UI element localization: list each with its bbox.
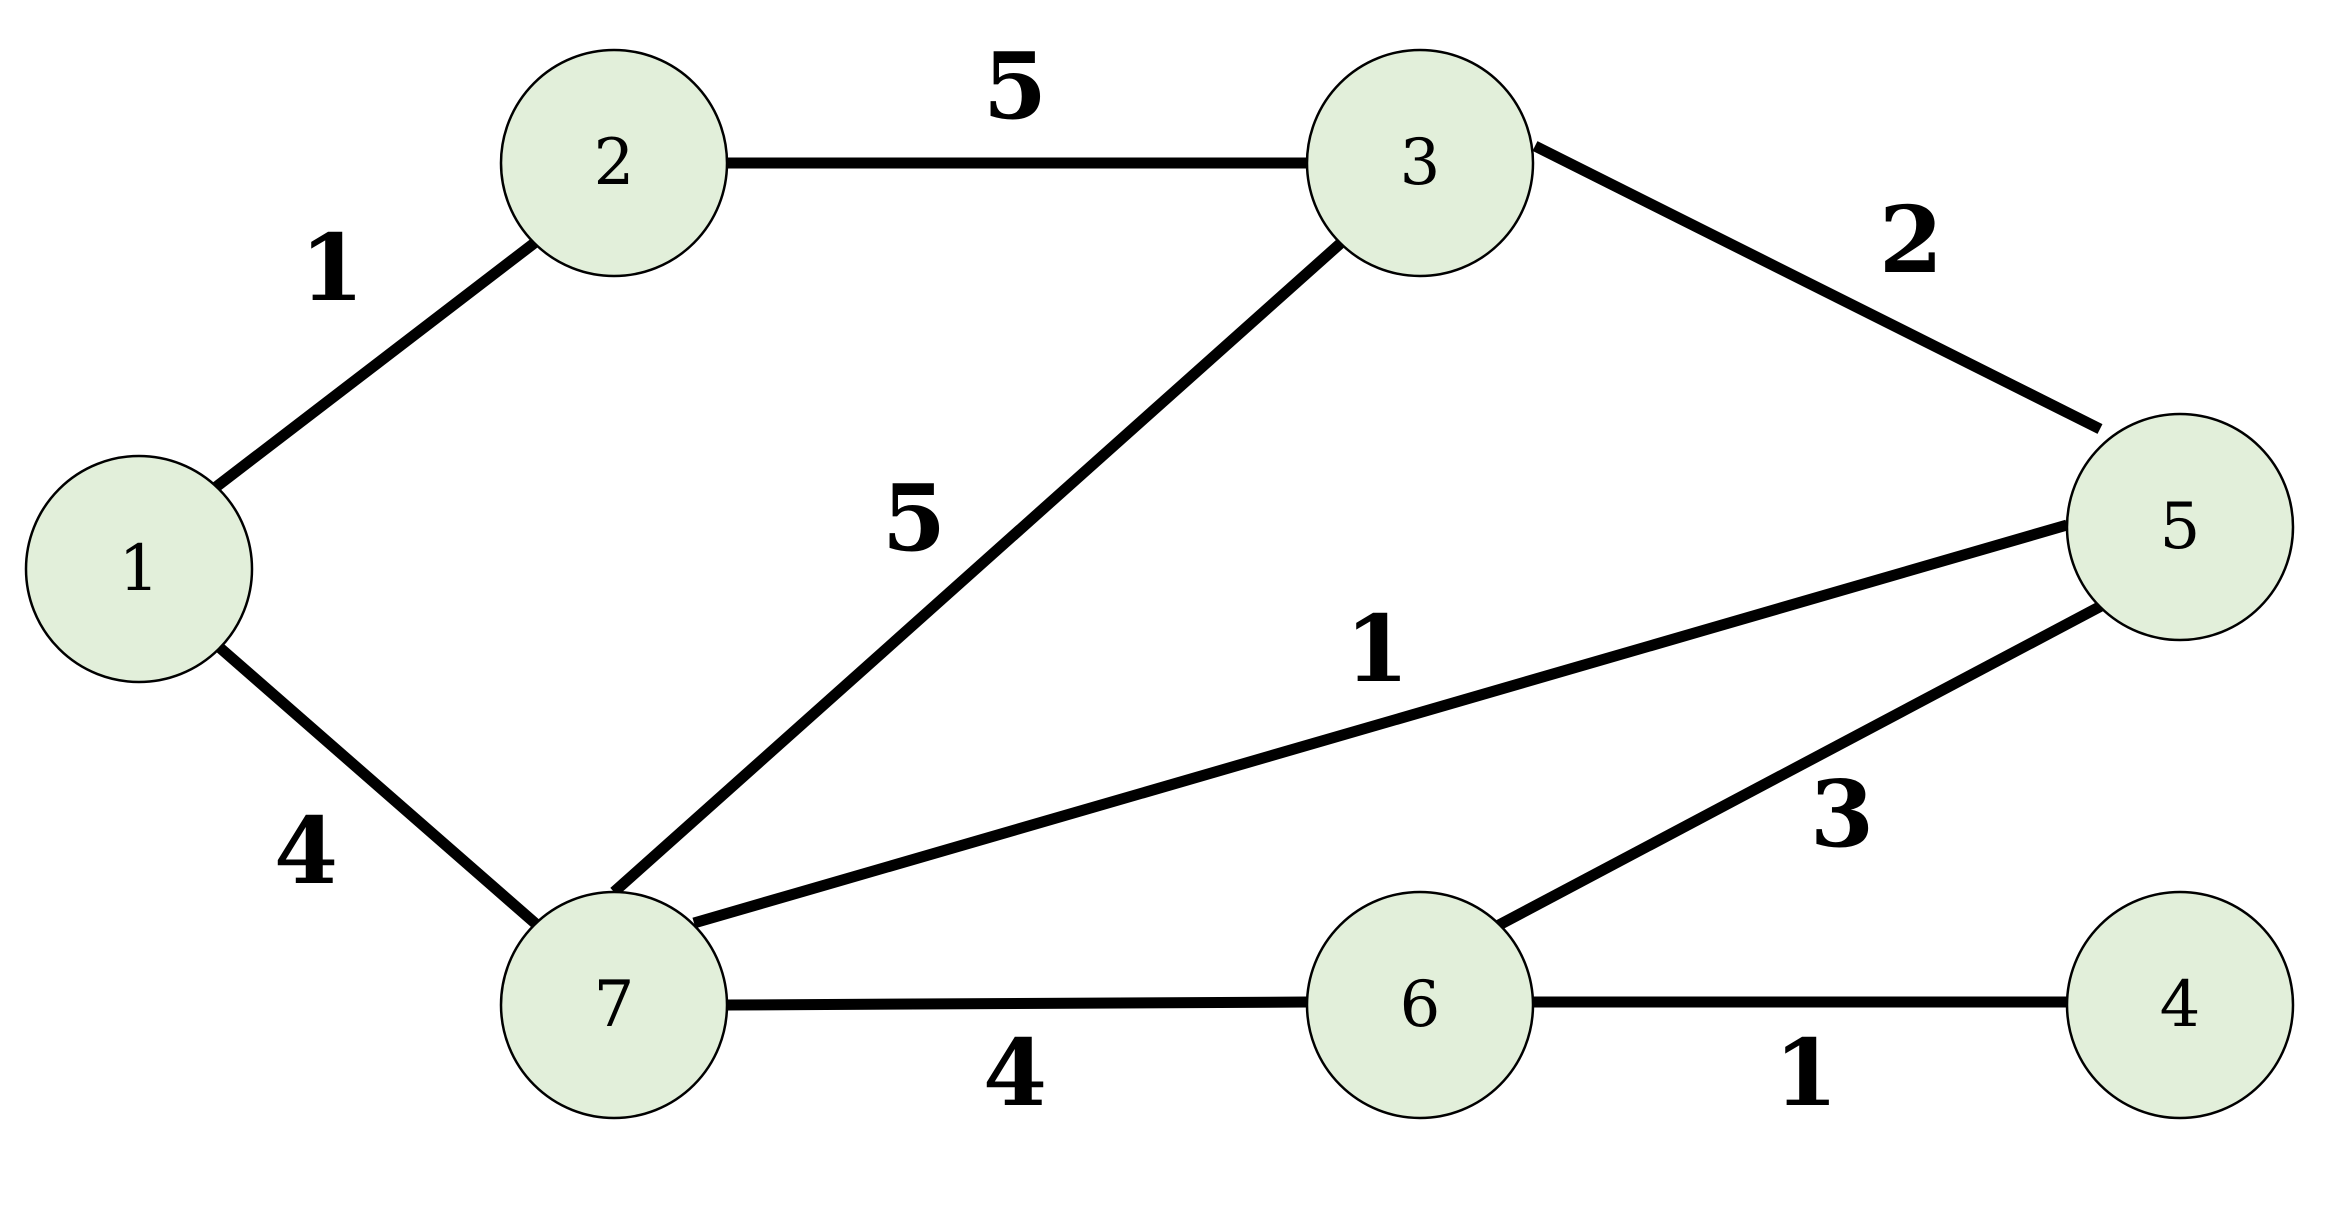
node-1-label: 1 (119, 532, 160, 606)
node-4-circle (2065, 890, 2295, 1120)
node-5: 5 (2065, 412, 2295, 642)
node-5-circle (2065, 412, 2295, 642)
node-7-label: 7 (594, 968, 635, 1042)
edge-7-6 (726, 996, 1309, 1011)
edge-1-7 (215, 642, 540, 929)
node-6-label: 6 (1400, 968, 1441, 1042)
node-2-label: 2 (594, 126, 635, 200)
edge-weight-7-6: 4 (983, 1019, 1047, 1127)
edge-5-6 (1496, 600, 2106, 930)
node-3-label: 3 (1400, 126, 1441, 200)
edge-weight-5-6: 3 (1810, 760, 1874, 868)
node-4-label: 4 (2160, 968, 2201, 1042)
node-3-circle (1305, 48, 1535, 278)
node-6-circle (1305, 890, 1535, 1120)
edge-weights-layer: 1 5 2 5 1 4 3 4 1 (274, 32, 1943, 1127)
node-2: 2 (499, 48, 729, 278)
node-3: 3 (1305, 48, 1535, 278)
node-1-circle (24, 454, 254, 684)
edge-weight-2-3: 5 (983, 32, 1047, 140)
node-7-circle (499, 890, 729, 1120)
node-2-circle (499, 48, 729, 278)
edge-weight-3-7: 5 (882, 464, 946, 572)
edge-weight-3-5: 2 (1879, 186, 1943, 294)
edge-3-5 (1532, 141, 2103, 434)
edge-weight-5-7: 1 (1345, 595, 1409, 703)
node-7: 7 (499, 890, 729, 1120)
edge-weight-1-7: 4 (274, 797, 338, 905)
node-6: 6 (1305, 890, 1535, 1120)
edges-layer (212, 141, 2106, 1011)
node-4: 4 (2065, 890, 2295, 1120)
edge-weight-6-4: 1 (1774, 1019, 1838, 1127)
edge-5-7 (692, 519, 2069, 929)
node-1: 1 (24, 454, 254, 684)
edge-1-2 (212, 236, 541, 492)
node-5-label: 5 (2160, 490, 2201, 564)
edge-3-7 (610, 237, 1346, 897)
edge-weight-1-2: 1 (300, 214, 364, 322)
nodes-layer: 1 2 3 5 7 6 4 (24, 48, 2295, 1120)
